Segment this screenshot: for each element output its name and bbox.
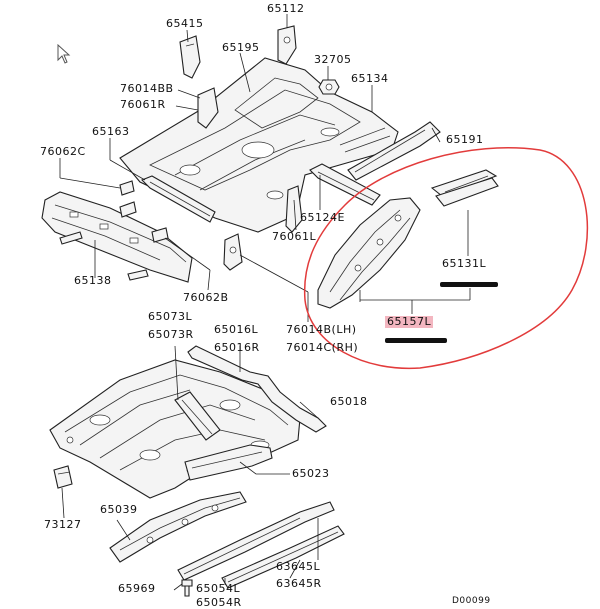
label-76014C-RH: 76014C(RH) (286, 341, 359, 354)
label-76061R: 76061R (120, 98, 166, 111)
rail-65016 (187, 345, 327, 433)
label-65023: 65023 (292, 467, 330, 480)
crossmember-65163 (141, 175, 216, 223)
sill-65039 (109, 491, 247, 563)
label-76062C: 76062C (40, 145, 86, 158)
rear-panel-65138 (41, 191, 193, 283)
label-73127: 73127 (44, 518, 82, 531)
redacted-part-number-upper (440, 282, 498, 287)
label-63645L: 63645L (276, 560, 321, 573)
label-65969: 65969 (118, 582, 156, 595)
label-65157L: 65157L (385, 315, 434, 328)
mouse-cursor-icon (57, 44, 71, 64)
label-65016R: 65016R (214, 341, 260, 354)
clip-upper-1 (119, 201, 137, 218)
label-65191: 65191 (446, 133, 484, 146)
member-65023 (184, 444, 273, 481)
label-65073L: 65073L (148, 310, 193, 323)
bracket-65415 (179, 35, 201, 79)
label-76014B-LH: 76014B(LH) (286, 323, 357, 336)
highlight-circle (303, 147, 589, 370)
label-65195: 65195 (222, 41, 260, 54)
bracket-76061L (285, 185, 303, 233)
clip-upper-2 (151, 227, 169, 243)
rail-65191 (347, 121, 441, 181)
member-65124E (309, 163, 381, 206)
label-65163: 65163 (92, 125, 130, 138)
tunnel-reinforcement-65073 (174, 391, 221, 441)
label-65138: 65138 (74, 274, 112, 287)
bracket-76014BB (197, 87, 219, 129)
label-76062B: 76062B (183, 291, 229, 304)
label-65415: 65415 (166, 17, 204, 30)
bracket-73127 (53, 465, 73, 489)
label-76014BB: 76014BB (120, 82, 174, 95)
clip-76062C (119, 180, 135, 196)
label-63645R: 63645R (276, 577, 322, 590)
bracket-65112 (277, 25, 297, 65)
label-65131L: 65131L (442, 257, 487, 270)
redacted-part-number-lower (385, 338, 447, 343)
label-65018: 65018 (330, 395, 368, 408)
side-member-assembly-65157L (317, 169, 499, 309)
label-65016L: 65016L (214, 323, 259, 336)
leader-lines (59, 14, 471, 591)
label-65054L: 65054L (196, 582, 241, 595)
figure-code: D00099 (452, 596, 491, 606)
label-65073R: 65073R (148, 328, 194, 341)
label-65112: 65112 (267, 2, 305, 15)
sill-63645 (221, 525, 345, 589)
bracket-76014B (223, 233, 243, 271)
side-sill-65054 (177, 501, 335, 581)
label-65039: 65039 (100, 503, 138, 516)
bolt-65969 (181, 579, 193, 597)
nut-32705 (318, 79, 340, 95)
label-32705: 32705 (314, 53, 352, 66)
label-65134: 65134 (351, 72, 389, 85)
label-65054R: 65054R (196, 596, 242, 609)
label-65124E: 65124E (300, 211, 345, 224)
label-76061L: 76061L (272, 230, 317, 243)
front-floor-pan (49, 359, 301, 499)
